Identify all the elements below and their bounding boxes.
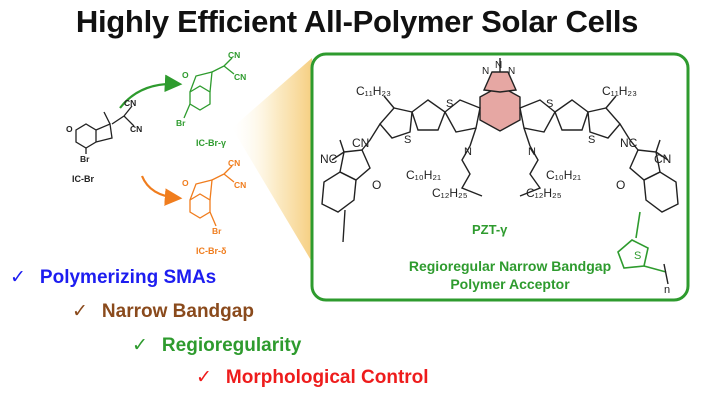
ic-br-gamma-structure	[183, 57, 235, 119]
ic-br-gamma-cn-bottom-label: CN	[234, 72, 247, 82]
checklist-item-regioregularity: ✓ Regioregularity	[132, 334, 301, 357]
pzt-o-right: O	[616, 178, 626, 192]
checklist-text: Morphological Control	[225, 367, 429, 388]
polymer-caption-line2: Polymer Acceptor	[450, 276, 570, 292]
checklist-text: Regioregularity	[161, 335, 302, 356]
ic-br-o-label: O	[66, 124, 73, 134]
ic-br-structure	[75, 105, 135, 154]
pzt-n-label-right: N	[528, 146, 536, 158]
ic-br-cn-bottom-label: CN	[130, 124, 143, 134]
ic-br-delta-o-label: O	[182, 178, 189, 188]
pzt-triazole-n-1: N	[482, 66, 490, 77]
ic-br-delta-cn-bottom-label: CN	[234, 180, 247, 190]
check-icon: ✓	[72, 301, 88, 322]
arrow-to-gamma	[119, 74, 183, 109]
pzt-s-label-2: S	[446, 98, 454, 110]
pzt-c10h21-left: C₁₀H₂₁	[406, 168, 442, 182]
pzt-s-label-4: S	[588, 134, 596, 146]
pzt-s-label-1: S	[404, 134, 412, 146]
ic-br-cn-top-label: CN	[124, 98, 137, 108]
polymer-name: PZT-γ	[472, 222, 508, 237]
polymer-caption-line1: Regioregular Narrow Bandgap	[408, 258, 612, 274]
pzt-c11h23-right: C₁₁H₂₃	[602, 84, 637, 98]
pzt-triazole-n-2: N	[495, 60, 503, 71]
pzt-cn-right: CN	[654, 152, 672, 166]
ic-br-name: IC-Br	[72, 174, 94, 184]
pzt-c12h25-right: C₁₂H₂₅	[526, 186, 562, 200]
glow-wedge	[232, 58, 312, 262]
checklist-item-polymerizing: ✓ Polymerizing SMAs	[10, 266, 216, 289]
checklist-item-bandgap: ✓ Narrow Bandgap	[72, 300, 254, 323]
arrow-to-delta	[140, 175, 183, 206]
ic-br-delta-name: IC-Br-δ	[196, 246, 227, 256]
check-icon: ✓	[10, 267, 26, 288]
pzt-c12h25-left: C₁₂H₂₅	[432, 186, 468, 200]
pzt-s-label-3: S	[546, 98, 554, 110]
pzt-cn-left: CN	[352, 136, 370, 150]
checklist-item-morphology: ✓ Morphological Control	[196, 366, 429, 389]
ic-br-delta-cn-top-label: CN	[228, 158, 241, 168]
pzt-nc-left: NC	[320, 152, 338, 166]
pzt-c10h21-right: C₁₀H₂₁	[546, 168, 582, 182]
pzt-nc-right: NC	[620, 136, 638, 150]
thiophene-s-label: S	[634, 250, 642, 262]
figure-title: Highly Efficient All-Polymer Solar Cells	[75, 4, 639, 39]
ic-br-br-label: Br	[80, 154, 90, 164]
repeat-n-label: n	[664, 284, 671, 296]
ic-br-gamma-o-label: O	[182, 70, 189, 80]
checklist-text: Polymerizing SMAs	[39, 267, 217, 288]
thiophene-linker	[617, 211, 667, 273]
check-icon: ✓	[132, 335, 148, 356]
checklist-text: Narrow Bandgap	[101, 301, 254, 322]
ic-br-gamma-cn-top-label: CN	[228, 50, 241, 60]
ic-br-gamma-br-label: Br	[176, 118, 186, 128]
pzt-backbone	[321, 58, 679, 213]
pzt-n-label-left: N	[464, 146, 472, 158]
ic-br-delta-br-label: Br	[212, 226, 222, 236]
check-icon: ✓	[196, 367, 212, 388]
ic-br-delta-structure	[189, 165, 235, 227]
repeat-brackets	[342, 209, 669, 285]
ic-br-gamma-name: IC-Br-γ	[196, 138, 227, 148]
pzt-o-left: O	[372, 178, 382, 192]
pzt-triazole-n-3: N	[508, 66, 516, 77]
pzt-c11h23-left: C₁₁H₂₃	[356, 84, 391, 98]
polymer-frame	[310, 52, 690, 302]
